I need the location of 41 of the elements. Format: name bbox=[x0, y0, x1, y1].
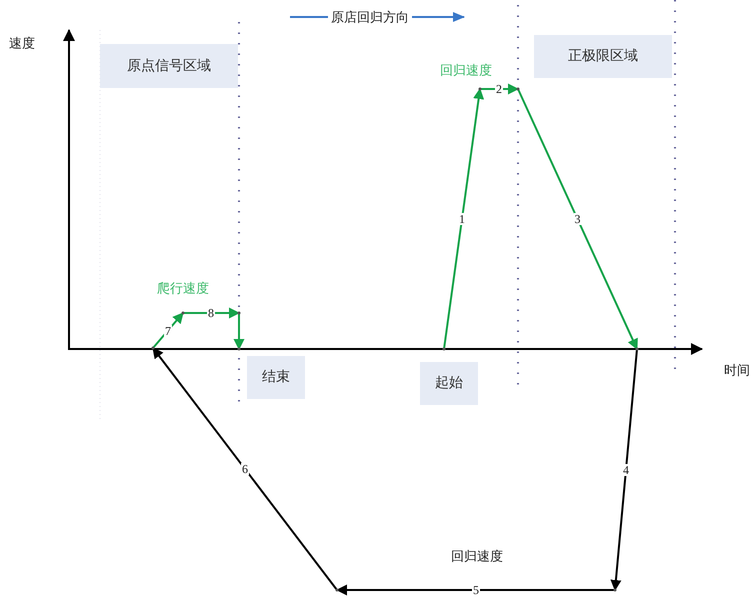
path-point bbox=[478, 88, 482, 90]
region-label: 原点信号区域 bbox=[127, 58, 211, 76]
region-box bbox=[100, 44, 238, 88]
segment-number: 8 bbox=[207, 307, 215, 319]
region-label: 结束 bbox=[262, 368, 290, 387]
direction-label: 原店回归方向 bbox=[331, 8, 409, 26]
arrow bbox=[234, 313, 244, 350]
axis-label: 速度 bbox=[9, 34, 35, 52]
path-point bbox=[636, 348, 638, 350]
region-box bbox=[420, 362, 478, 405]
segment-number: 6 bbox=[241, 463, 249, 475]
segment-number: 3 bbox=[574, 213, 582, 225]
arrow bbox=[152, 312, 184, 349]
arrow bbox=[443, 88, 484, 350]
segment-number: 4 bbox=[622, 464, 630, 476]
region-box bbox=[247, 356, 305, 399]
arrow bbox=[517, 88, 638, 350]
speed-label: 回归速度 bbox=[451, 547, 503, 566]
speed-label: 爬行速度 bbox=[157, 279, 209, 298]
path-point bbox=[614, 588, 616, 592]
path-point bbox=[238, 312, 240, 314]
speed-label: 回归速度 bbox=[440, 61, 492, 80]
segment-number: 7 bbox=[164, 324, 172, 336]
axis-label: 时间 bbox=[724, 361, 750, 380]
path-point bbox=[442, 348, 446, 350]
path-point bbox=[152, 346, 154, 350]
segment-number: 2 bbox=[495, 83, 503, 95]
segment-number: 5 bbox=[472, 584, 480, 596]
arrow bbox=[480, 84, 519, 94]
arrow bbox=[336, 584, 615, 596]
path-point bbox=[238, 348, 240, 350]
arrow bbox=[610, 348, 638, 591]
region-label: 起始 bbox=[435, 374, 463, 393]
path-point bbox=[336, 588, 338, 592]
path-point bbox=[516, 88, 520, 90]
segment-number: 1 bbox=[458, 213, 466, 225]
region-box bbox=[534, 35, 672, 78]
arrow bbox=[152, 347, 338, 591]
arrow bbox=[183, 308, 240, 318]
path-point bbox=[182, 312, 184, 314]
region-label: 正极限区域 bbox=[568, 48, 638, 66]
